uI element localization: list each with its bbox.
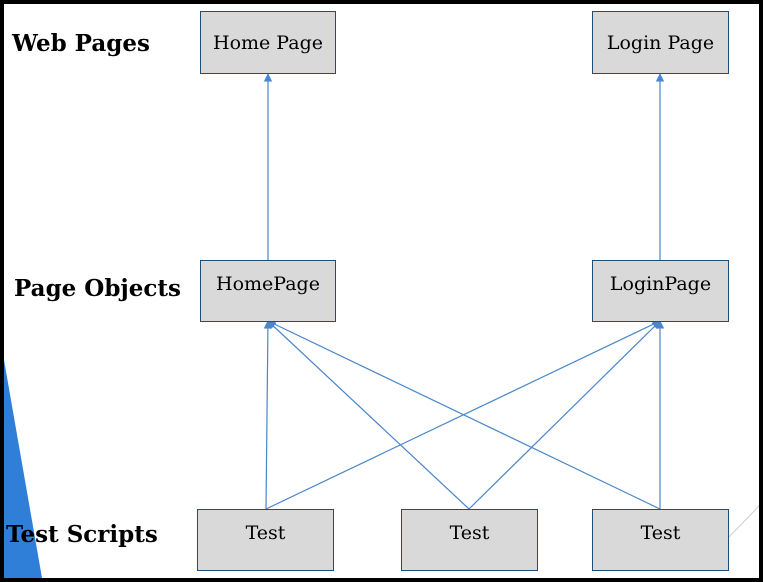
node-test-1: Test (197, 509, 334, 571)
node-login-page: Login Page (592, 11, 729, 74)
node-homepage-object-label: HomePage (216, 273, 320, 295)
node-homepage-object: HomePage (200, 260, 336, 322)
node-login-page-label: Login Page (606, 31, 715, 54)
node-test-3: Test (592, 509, 729, 571)
node-home-page-label: Home Page (213, 31, 323, 54)
row-label-web-pages: Web Pages (12, 30, 150, 57)
node-test-2-label: Test (449, 522, 490, 544)
connector-test1-to-homepage (263, 320, 273, 510)
row-label-page-objects: Page Objects (14, 275, 181, 302)
node-loginpage-object-label: LoginPage (609, 273, 712, 295)
node-test-2: Test (401, 509, 538, 571)
node-loginpage-object: LoginPage (592, 260, 729, 322)
connector-test2-to-loginpage (468, 320, 661, 510)
node-test-3-label: Test (640, 522, 681, 544)
decorative-faint-line (727, 504, 761, 539)
connector-test2-to-homepage (267, 320, 470, 510)
node-test-1-label: Test (245, 522, 286, 544)
row-label-test-scripts: Test Scripts (6, 521, 158, 548)
connector-test3-to-homepage (267, 320, 661, 510)
node-home-page: Home Page (200, 11, 336, 74)
decorative-blue-triangle (4, 360, 42, 578)
